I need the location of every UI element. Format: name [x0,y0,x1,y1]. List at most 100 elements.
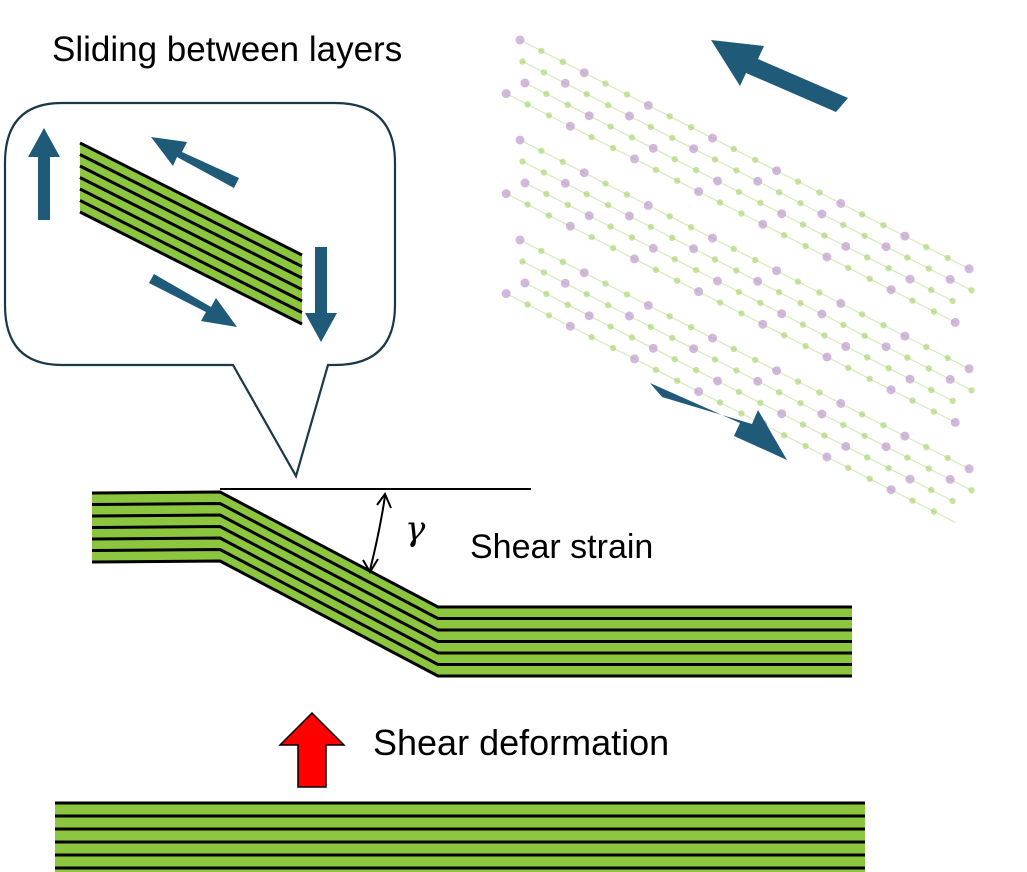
bond [949,378,972,391]
atom [821,332,828,339]
atom [885,265,892,272]
bond [653,147,675,160]
atom [669,334,676,341]
atom [925,365,932,372]
bond [712,337,735,350]
bond [778,291,801,304]
bond [866,256,889,269]
atom [520,278,530,288]
atom [858,211,866,218]
bond [845,345,868,358]
atom [648,343,658,353]
bond [714,158,737,171]
bond [541,150,564,163]
atom [928,386,935,394]
bond [776,370,799,383]
bond [861,413,884,426]
atom [930,408,938,415]
atom [713,376,722,386]
bond [861,213,884,226]
atom [738,310,745,317]
atom [758,219,768,229]
atom [560,178,570,188]
bond [586,93,609,106]
atom [604,301,612,309]
bond [826,356,849,369]
bond [885,346,908,359]
bond [527,103,550,116]
atom [752,356,759,364]
atom [861,432,868,439]
atom [797,399,804,407]
atom [880,222,887,229]
bond [890,489,913,502]
atom [836,298,846,308]
atom [584,211,594,221]
atom [579,168,589,178]
bond [648,204,670,217]
layer-line [79,153,303,268]
atom [588,233,595,241]
atom [540,169,548,176]
flat-layer-stack [55,801,865,872]
bond [909,278,932,291]
bond [912,300,935,313]
atom [968,487,975,494]
bond [738,291,761,304]
atom [886,385,896,395]
callout-arrow-down-right [149,274,237,327]
atom [738,210,745,217]
atom [559,258,566,265]
bond [738,391,761,404]
bond [909,478,932,491]
atom [694,187,704,197]
atom [861,232,868,239]
atom [752,256,759,264]
atom [944,254,951,262]
bond [610,226,633,239]
atom [900,331,910,341]
bond [591,336,614,349]
bond [797,381,820,394]
atom [772,166,782,176]
layer-line [79,176,303,291]
atom [623,291,631,298]
atom [708,133,717,143]
atom [520,178,530,188]
bond [605,183,628,196]
atom [840,321,847,329]
bond [909,378,932,391]
atom [949,497,956,505]
bond [655,369,678,382]
atom [716,199,724,206]
atom [730,145,737,153]
atom [519,58,526,65]
atom [560,78,570,88]
atom [900,231,910,241]
atom [836,198,846,208]
atom [866,375,873,382]
atom [519,258,526,265]
bond [591,236,614,249]
atom [623,91,631,98]
atom [928,486,935,494]
atom [692,366,700,374]
atom [864,354,871,361]
atom [647,123,654,131]
bond [907,257,930,270]
bond [821,313,844,326]
atom [652,366,660,373]
atom [733,267,740,274]
layer-line [91,536,852,655]
atom [964,364,974,374]
atom [559,58,566,65]
callout-arrow-up [28,128,60,220]
bond [629,215,652,228]
layer-line [79,199,303,314]
bond [669,115,692,128]
bond [757,280,780,293]
bond [522,160,545,173]
bond [933,510,956,523]
atom [949,297,956,305]
shear-strain-label: Shear strain [470,528,654,566]
